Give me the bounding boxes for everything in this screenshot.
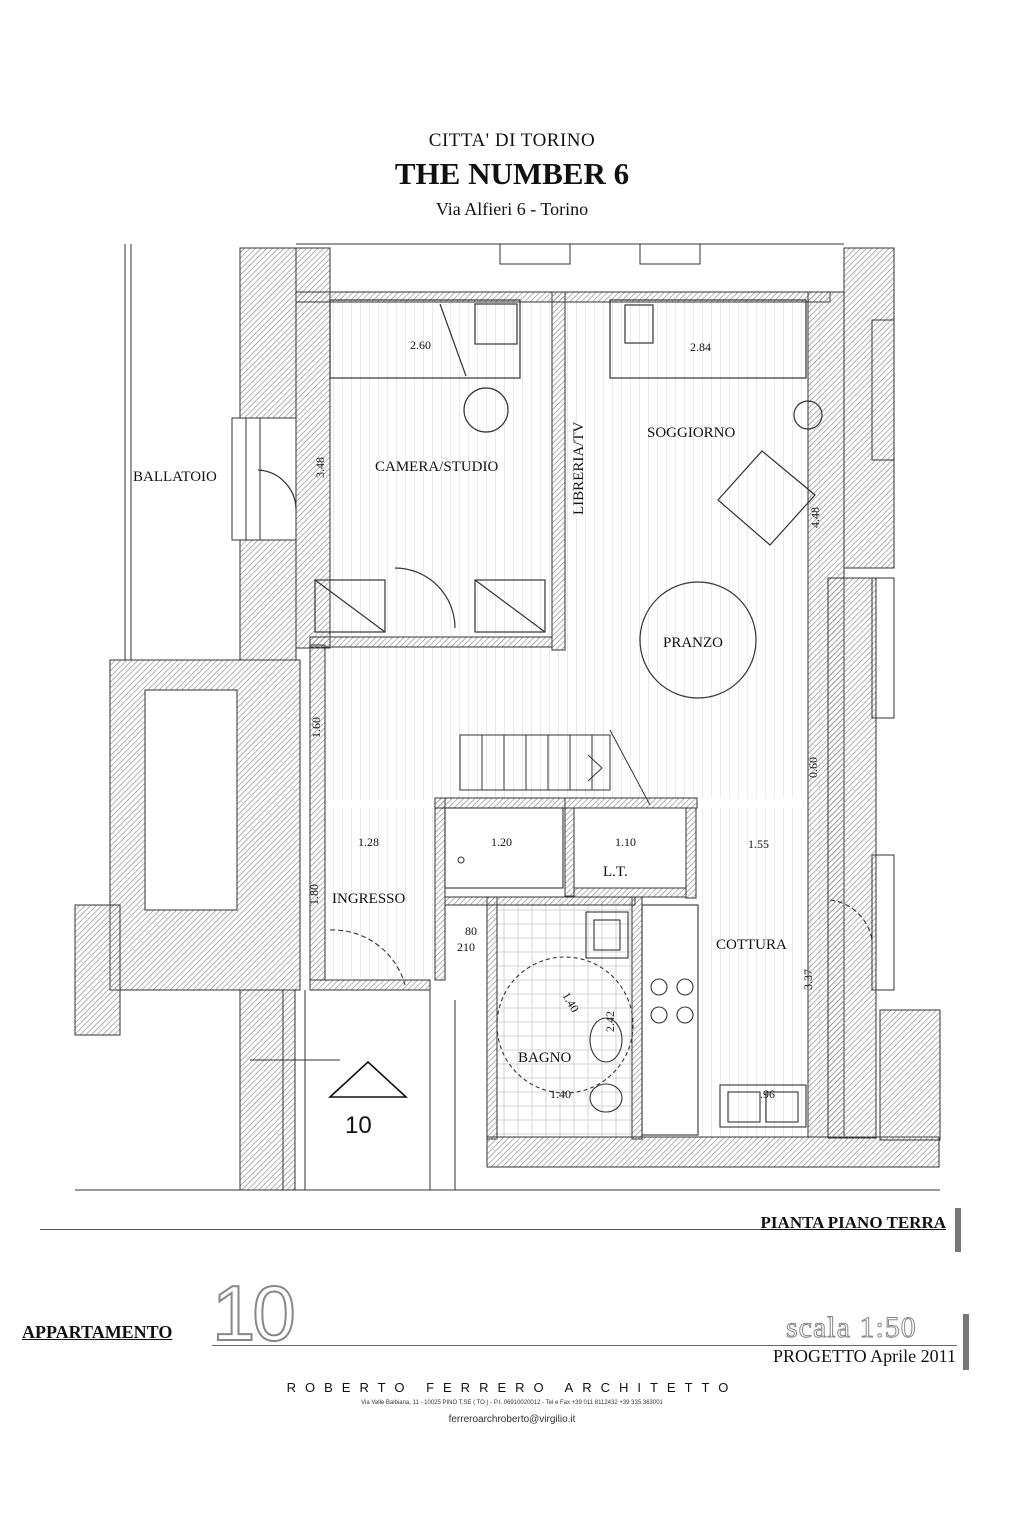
label-ballatoio: BALLATOIO [133,469,217,485]
apartment-label: APPARTAMENTO [22,1322,173,1342]
floor-plan-title: PIANTA PIANO TERRA [760,1213,946,1232]
fixtures [329,807,873,1136]
dim-242: 2.42 [603,1011,617,1032]
dim-155: 1.55 [748,837,769,851]
cottura-floor [700,898,828,1138]
dim-140b: 1.40 [550,1087,571,1101]
cottura-upper-floor [695,808,828,898]
stairs [459,729,651,806]
entry-arrow [327,1060,409,1098]
architect-name: ROBERTO FERRERO ARCHITETTO [286,1380,738,1395]
label-cottura: COTTURA [716,937,787,953]
scale-label: scala 1:50 [786,1311,917,1345]
dim-160: 1.60 [309,717,323,738]
apartment-number: 10 [211,1268,297,1358]
furniture [257,299,823,699]
dim-120: 1.20 [491,835,512,849]
divider-line [40,1229,945,1230]
right-windows [871,319,895,991]
divider-line-2 [212,1345,957,1346]
entry-number: 10 [345,1112,372,1139]
dim-060: 0.60 [806,757,820,778]
ballatoio [124,244,261,660]
dim-110: 1.10 [615,835,636,849]
header-city: CITTA' DI TORINO [428,130,596,151]
corridor-floor [325,645,565,800]
dim-96: .96 [760,1087,775,1101]
header-address: Via Alfieri 6 - Torino [435,199,589,219]
dim-80: 80 [465,924,477,938]
label-pranzo: PRANZO [663,635,723,651]
label-bagno: BAGNO [518,1050,572,1066]
scale-bar-marker [963,1314,969,1370]
label-lt: L.T. [603,864,628,880]
project-date: PROGETTO Aprile 2011 [773,1346,956,1366]
label-libreria: LIBRERIA/TV [571,422,587,515]
ingresso-floor [325,808,435,978]
dim-180: 1.80 [307,884,321,905]
label-camera: CAMERA/STUDIO [375,459,499,475]
soggiorno-floor [565,300,828,798]
label-ingresso: INGRESSO [332,891,406,907]
dim-337: 3.37 [801,969,815,990]
title-bar-marker [955,1208,961,1252]
top-boundary [296,243,844,265]
dim-260: 2.60 [410,338,431,352]
dim-448: 4.48 [808,507,822,528]
architect-email: ferreroarchroberto@virgilio.it [448,1414,576,1425]
camera-floor [330,300,552,635]
entry-walls [75,990,940,1191]
dim-284: 2.84 [690,340,711,354]
light-well [144,689,238,911]
dim-210: 210 [457,940,475,954]
dim-128: 1.28 [358,835,379,849]
dim-348: 3.48 [313,457,327,478]
label-soggiorno: SOGGIORNO [647,425,736,441]
header-title: THE NUMBER 6 [394,156,630,191]
bagno-tiles [495,900,632,1138]
architect-contacts: Via Valle Balbiana, 11 - 10025 PINO T.SE… [361,1400,663,1406]
